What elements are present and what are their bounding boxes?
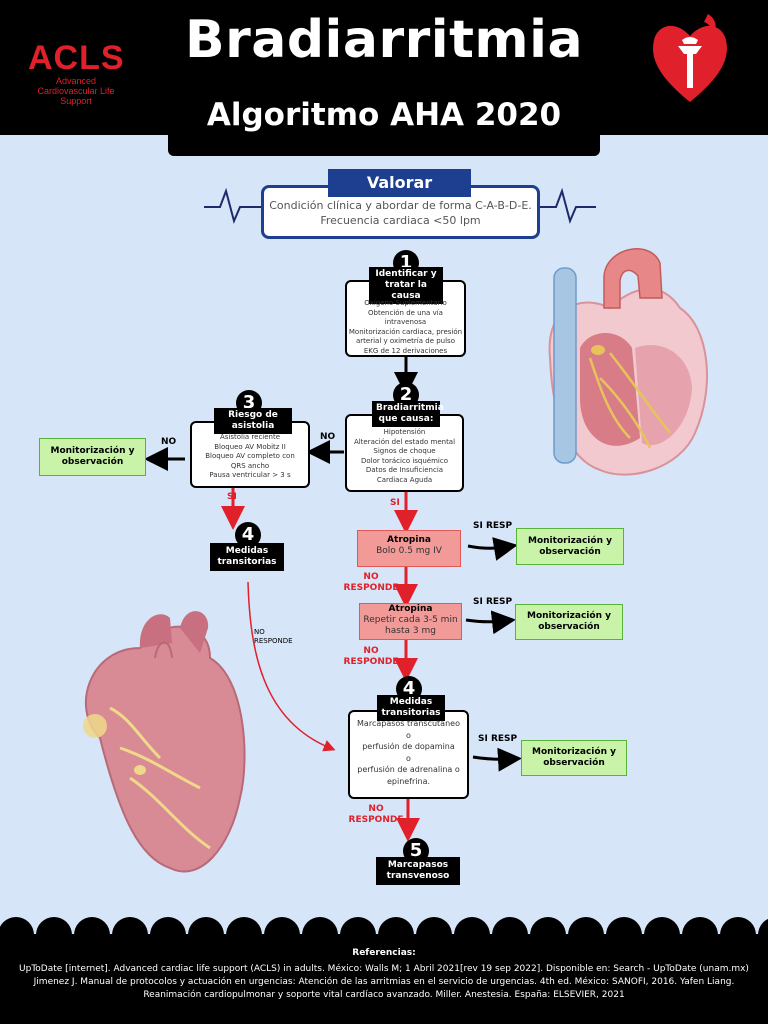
step4-item: o (406, 730, 411, 740)
step2-box (345, 414, 464, 492)
acls-logo-word: ACLS (28, 39, 125, 77)
atropina1-box: Atropina Bolo 0.5 mg IV (357, 530, 461, 567)
assess-line-2: Frecuencia cardiaca <50 lpm (320, 214, 481, 227)
label-responde: RESPONDE (343, 583, 399, 593)
heart-illustration-left (83, 611, 246, 873)
atropina1-title: Atropina (387, 535, 431, 545)
step2-item: Alteración del estado mental (353, 437, 456, 446)
label-si-resp-3: SI RESP (478, 734, 518, 744)
step5-title: Marcapasos transvenoso (376, 857, 460, 885)
step4-item: o (406, 753, 411, 763)
assess-title: Valorar (328, 169, 471, 197)
step1-item: Obtención de una vía intravenosa (368, 308, 443, 327)
step4-main-items: Marcapasos transcutáneo o perfusión de d… (351, 718, 466, 787)
label-si-step2: SI (390, 498, 400, 508)
label-responde: RESPONDE (343, 657, 399, 667)
step2-item: Signos de choque (373, 447, 436, 455)
page-subtitle: Algoritmo AHA 2020 (206, 97, 562, 133)
atropina1-dose: Bolo 0.5 mg IV (376, 546, 442, 556)
step1-item: Oxígeno Suplementario (364, 299, 447, 307)
step3-item: Pausa ventricular > 3 s (209, 471, 291, 479)
step4-item: epinefrina. (386, 776, 431, 786)
step2-item: Dolor torácico isquémico (360, 456, 449, 465)
step4-left-title: Medidas transitorias (210, 543, 284, 571)
step4-item: Marcapasos transcutáneo (357, 719, 460, 728)
label-si-resp-2: SI RESP (473, 597, 513, 607)
step2-item: Datos de Insuficiencia (365, 466, 444, 474)
step3-item: Asistolia reciente (219, 433, 281, 441)
step2-item: Cardiaca Aguda (376, 475, 433, 484)
monitor-box-3: Monitorización y observación (521, 740, 627, 776)
step4-item: perfusión de dopamina (362, 742, 455, 751)
step2-items: Hipotensión Alteración del estado mental… (348, 428, 461, 485)
monitor-box-left: Monitorización y observación (39, 438, 146, 476)
step1-items: Oxígeno Suplementario Obtención de una v… (348, 299, 463, 356)
heart-anatomy-illustration (548, 248, 708, 476)
subtitle-bar (168, 80, 600, 156)
step1-item: Monitorización cardiaca, presión (348, 327, 463, 336)
reference-item: Reanimación cardiopulmonar y soporte vit… (143, 990, 625, 1000)
step3-item: Bloqueo AV completo con (205, 452, 295, 460)
step3-title: Riesgo de asistolia (214, 408, 292, 434)
step2-title: Bradiarritmia que causa: (372, 401, 444, 427)
references-list: UpToDate [internet]. Advanced cardiac li… (8, 963, 760, 1002)
assess-line-1: Condición clínica y abordar de forma C-A… (269, 199, 532, 212)
label-no-responde-3: NO RESPONDE (344, 804, 408, 826)
atropina2-title: Atropina (388, 604, 433, 614)
step4-main-box (348, 710, 469, 799)
monitor-box-2: Monitorización y observación (515, 604, 623, 640)
label-no-responde-1: NO RESPONDE (338, 572, 404, 594)
label-no: NO (368, 804, 384, 814)
acls-logo: ACLS Advanced Cardiovascular Life Suppor… (28, 40, 138, 106)
atropina2-dose: Repetir cada 3-5 min hasta 3 mg (363, 615, 458, 636)
step2-item: Hipotensión (383, 428, 426, 436)
step3-item: QRS ancho (230, 461, 270, 470)
label-no-responde-2: NO RESPONDE (338, 646, 404, 668)
assess-text: Condición clínica y abordar de forma C-A… (264, 198, 537, 228)
label-si-resp-1: SI RESP (473, 521, 513, 531)
references-title: Referencias: (352, 948, 416, 958)
step4-item: perfusión de adrenalina o (357, 765, 460, 774)
aha-heart-torch-icon (653, 14, 727, 102)
step1-item: EKG de 12 derivaciones (363, 346, 448, 355)
footer-band (0, 934, 768, 1024)
label-si-step3: SI (227, 492, 237, 502)
reference-item: Jimenez J. Manual de protocolos y actuac… (33, 977, 735, 987)
ecg-decoration (204, 187, 596, 225)
label-no-step2: NO (320, 432, 336, 442)
label-no-left: NO (161, 437, 177, 447)
step3-items: Asistolia reciente Bloqueo AV Mobitz II … (193, 433, 307, 481)
monitor-box-1: Monitorización y observación (516, 528, 624, 565)
atropina2-box: Atropina Repetir cada 3-5 min hasta 3 mg (359, 603, 462, 640)
reference-item: UpToDate [internet]. Advanced cardiac li… (19, 964, 749, 974)
page-title: Bradiarritmia (184, 10, 584, 70)
label-no: NO (363, 646, 379, 656)
label-no-responde-left: NO RESPONDE (254, 628, 293, 645)
step3-item: Bloqueo AV Mobitz II (214, 442, 286, 451)
step1-item: arterial y oximetría de pulso (356, 337, 455, 345)
acls-logo-subtitle: Advanced Cardiovascular Life Support (37, 76, 115, 106)
label-no: NO (363, 572, 379, 582)
step4-main-title: Medidas transitorias (377, 695, 445, 721)
step1-title: Identificar y tratar la causa (369, 267, 443, 304)
label-responde: RESPONDE (348, 815, 404, 825)
